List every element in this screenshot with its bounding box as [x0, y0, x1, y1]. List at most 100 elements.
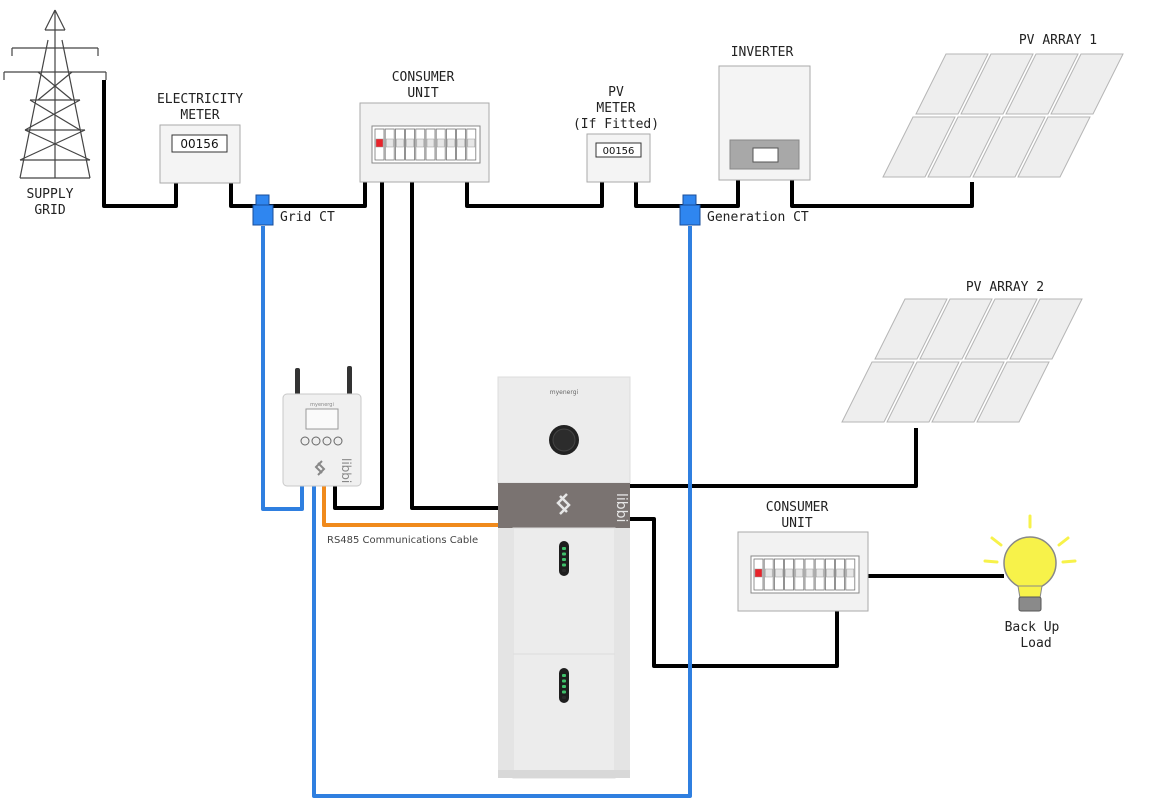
- cable-consumer-unit-to-gateway: [333, 182, 384, 510]
- battery-status-display-ring: [552, 428, 576, 452]
- electricity-meter-label-line2: METER: [180, 108, 219, 123]
- pv-array-2: [841, 298, 1083, 423]
- pv-array-1-cell: [927, 116, 1001, 178]
- pv-array-1-cell: [960, 53, 1034, 115]
- battery-leds: [562, 547, 566, 699]
- pv-meter-label-line1: PV: [608, 85, 624, 100]
- supply-grid-pylon: [3, 9, 107, 179]
- pv-array-2-cell: [874, 298, 948, 360]
- cable-inverter-to-pv-array-1: [790, 180, 974, 208]
- battery-base: [498, 770, 630, 778]
- gateway-body: [282, 393, 362, 487]
- battery-module-2-led: [562, 679, 566, 683]
- cable-meter-to-consumer-unit: [229, 182, 367, 208]
- consumer-unit-top-breaker-switch-on: [375, 138, 384, 148]
- consumer-unit-bottom-breaker-switch: [805, 568, 814, 578]
- battery-libbi-logo: libbi: [613, 493, 629, 522]
- cable-pv-array-2-to-battery: [630, 428, 918, 488]
- gateway-antenna-right: [347, 366, 352, 396]
- power-cables: [102, 80, 1004, 668]
- consumer-unit-top-breaker-switch: [406, 138, 414, 148]
- pv-meter-label-line2: METER: [596, 101, 635, 116]
- electricity-meter-display: [171, 134, 228, 153]
- gateway-screen: [305, 408, 339, 430]
- consumer-unit-bottom-breaker-switch: [795, 568, 804, 578]
- consumer-unit-top-breakers: [371, 125, 481, 164]
- gateway-logo-icon: [314, 460, 326, 476]
- gateway-brand: myenergi: [310, 402, 334, 408]
- pv-array-1-cell: [1050, 53, 1124, 115]
- pv-array-2-label: PV ARRAY 2: [966, 280, 1044, 295]
- pv-array-1-cell: [915, 53, 989, 115]
- battery-side-left: [498, 528, 513, 778]
- consumer-unit-bottom-breaker-switch-on: [754, 568, 763, 578]
- consumer-unit-bottom-breaker-switch: [836, 568, 844, 578]
- pv-meter-display: [595, 142, 642, 158]
- electricity-meter-reading: 00156: [180, 137, 218, 151]
- generation-ct-label: Generation CT: [707, 210, 809, 225]
- battery-tower: myenergi libbi: [497, 376, 631, 779]
- consumer-unit-bottom-breaker-switch: [775, 568, 783, 578]
- pv-array-2-cell: [931, 361, 1005, 423]
- pv-array-2-cell: [919, 298, 993, 360]
- consumer-unit-top-breaker-switch: [457, 138, 465, 148]
- inverter-display: [752, 147, 779, 163]
- cable-battery-to-backup-cu: [630, 517, 839, 668]
- battery-module-2-led: [562, 690, 566, 694]
- consumer-unit-top-breaker-switch: [426, 138, 435, 148]
- consumer-unit-top-breaker-switch: [416, 138, 425, 148]
- pv-meter: [586, 133, 651, 183]
- inverter-label: INVERTER: [731, 45, 794, 60]
- bulb-base: [1018, 596, 1042, 612]
- gateway-button-3: [322, 436, 332, 446]
- pv-meter-label-line3: (If Fitted): [573, 117, 659, 132]
- battery-middle-band: [498, 483, 630, 528]
- battery-module-2-led: [562, 696, 566, 699]
- consumer-unit-bottom-breakers: [750, 555, 860, 594]
- electricity-meter: [159, 124, 241, 184]
- cable-generation-ct: [312, 226, 692, 798]
- pv-array-1-cell: [1005, 53, 1079, 115]
- consumer-unit-top-breaker-switch: [447, 138, 455, 148]
- consumer-unit-bottom-breaker-switch: [846, 568, 855, 578]
- gateway-button-1: [300, 436, 310, 446]
- battery-module-2-led: [562, 685, 566, 688]
- battery-module-1-led: [562, 558, 566, 561]
- bulb-glass: [1003, 536, 1057, 590]
- consumer-unit-top-breaker-switch: [436, 138, 445, 148]
- bulb-rays: [983, 514, 1077, 564]
- consumer-unit-top-breaker-switch: [467, 138, 476, 148]
- pv-array-1-cell: [1017, 116, 1091, 178]
- consumer-unit-bottom-breaker-switch: [785, 568, 793, 578]
- battery-brand: myenergi: [550, 389, 579, 396]
- battery-module-1-led: [562, 547, 566, 550]
- rs485-label: RS485 Communications Cable: [327, 535, 478, 546]
- pv-array-1-label: PV ARRAY 1: [1019, 33, 1097, 48]
- gateway-device: myenergi libbi: [282, 366, 362, 487]
- cable-grid-to-meter: [102, 80, 178, 208]
- pv-array-2-cell: [841, 361, 915, 423]
- grid-ct-label: Grid CT: [280, 210, 335, 225]
- consumer-unit-bottom-breaker-switch: [815, 568, 824, 578]
- pv-array-2-cell: [976, 361, 1050, 423]
- consumer-unit-top-breaker-switch: [396, 138, 404, 148]
- consumer-unit-top-label-line2: UNIT: [407, 86, 438, 101]
- consumer-unit-top-breaker-switch: [385, 138, 394, 148]
- supply-grid-label-line1: SUPPLY: [27, 187, 74, 202]
- pv-meter-reading: 00156: [603, 146, 635, 157]
- cable-consumer-unit-to-pv-meter: [465, 182, 604, 208]
- battery-module-1-led: [562, 552, 566, 556]
- grid-ct-clamp: [252, 204, 274, 226]
- consumer-unit-bottom-breaker-switch: [826, 568, 834, 578]
- pv-array-2-cell: [886, 361, 960, 423]
- battery-logo-icon: [556, 493, 571, 515]
- backup-load-label-line1: Back Up: [1005, 620, 1060, 635]
- pv-array-1: [882, 53, 1124, 178]
- battery-side-right: [615, 528, 630, 778]
- battery-module-2-led: [562, 674, 566, 677]
- backup-load-label-line2: Load: [1020, 636, 1051, 651]
- gateway-libbi-logo: libbi: [339, 458, 353, 483]
- consumer-unit-bottom-label-line2: UNIT: [781, 516, 812, 531]
- cable-grid-ct: [261, 226, 304, 511]
